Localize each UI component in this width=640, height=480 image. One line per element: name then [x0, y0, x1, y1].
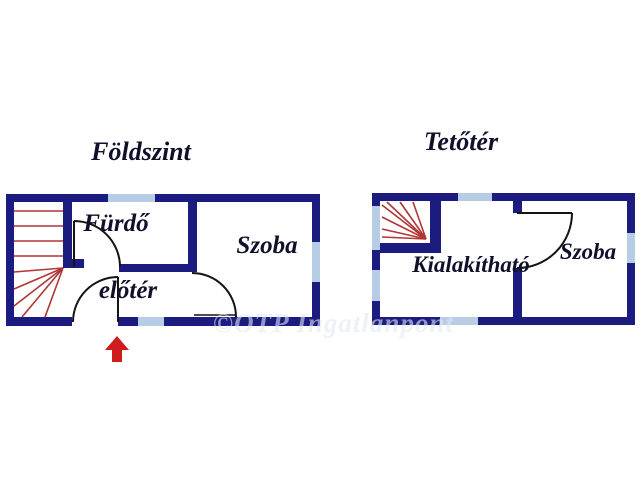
window-icon	[372, 270, 380, 301]
door-icon	[191, 272, 237, 318]
entrance-door-icon	[72, 276, 119, 323]
stair-box-wall	[430, 201, 441, 253]
entrance-arrow-icon	[105, 336, 129, 362]
entrance-opening	[72, 317, 118, 326]
window-icon	[108, 194, 155, 202]
room-label-bathroom: Fürdő	[83, 210, 149, 237]
room-label-room-attic: Szoba	[559, 239, 617, 264]
watermark: ©OTP Ingatlanpont	[213, 308, 454, 338]
bathroom-hall-wall	[119, 264, 197, 272]
ground-floor-plan	[6, 194, 320, 362]
stair-wall	[63, 202, 72, 268]
window-icon	[372, 206, 380, 250]
staircase-icon	[381, 201, 427, 240]
door-icon	[516, 212, 573, 269]
room-label-hall: előtér	[98, 277, 158, 304]
window-icon	[440, 317, 478, 325]
room-label-convertible: Kialakítható	[412, 252, 530, 277]
plan-title-attic: Tetőtér	[423, 127, 499, 156]
stair-box-wall	[380, 243, 441, 253]
attic-interior	[380, 201, 627, 317]
window-icon	[138, 317, 164, 326]
divider-wall	[513, 201, 522, 213]
door-icon	[73, 220, 121, 268]
plan-title-ground-floor: Földszint	[91, 137, 191, 166]
window-icon	[458, 193, 492, 201]
divider-wall	[513, 268, 522, 317]
window-icon	[627, 233, 635, 263]
room-label-room-ground: Szoba	[236, 232, 298, 259]
window-icon	[312, 242, 320, 282]
staircase-icon	[13, 210, 64, 318]
bathroom-room-wall	[188, 202, 197, 272]
attic-floor-plan	[372, 193, 635, 325]
